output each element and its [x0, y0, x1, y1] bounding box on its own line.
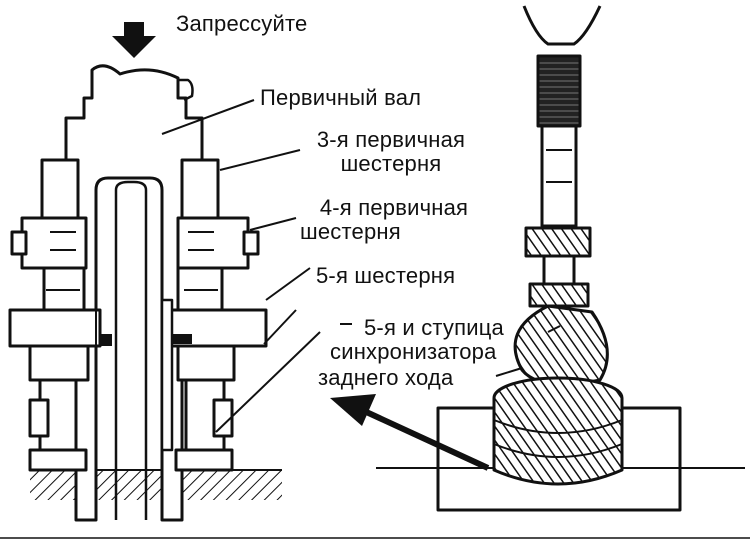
- leader-lines: [161, 99, 321, 433]
- left-gear-stack: [8, 158, 102, 472]
- gear3-label-line1: 3-я первичная: [316, 127, 466, 152]
- press-label: Запрессуйте: [176, 11, 308, 36]
- gear-upper: [524, 226, 592, 258]
- diagonal-arrow-icon: [330, 394, 490, 471]
- hub-label-line2: синхронизатора: [330, 339, 497, 364]
- hub-label-line3: заднего хода: [318, 365, 454, 390]
- hub-label-line1: 5-я и ступица: [364, 315, 504, 340]
- gear4-label-line1: 4-я первичная: [319, 195, 469, 220]
- hub-leader-line: [547, 325, 561, 333]
- gear3-label-line2: шестерня: [340, 151, 442, 176]
- gear5-label: 5-я шестерня: [316, 263, 456, 288]
- shaft-splines: [536, 54, 582, 128]
- cross-section-view: [8, 22, 282, 522]
- down-arrow-icon: [112, 22, 156, 58]
- base-hatching: [30, 470, 282, 500]
- shaft-neck: [540, 124, 578, 228]
- gear4-label-line2: шестерня: [300, 219, 401, 244]
- gear-middle: [528, 282, 590, 308]
- reverse-hub-gear: [492, 376, 624, 486]
- isometric-view: [376, 5, 745, 512]
- right-gear-stack: [160, 158, 268, 472]
- spiral-sleeve: [513, 304, 609, 386]
- input-shaft-label: Первичный вал: [260, 85, 422, 110]
